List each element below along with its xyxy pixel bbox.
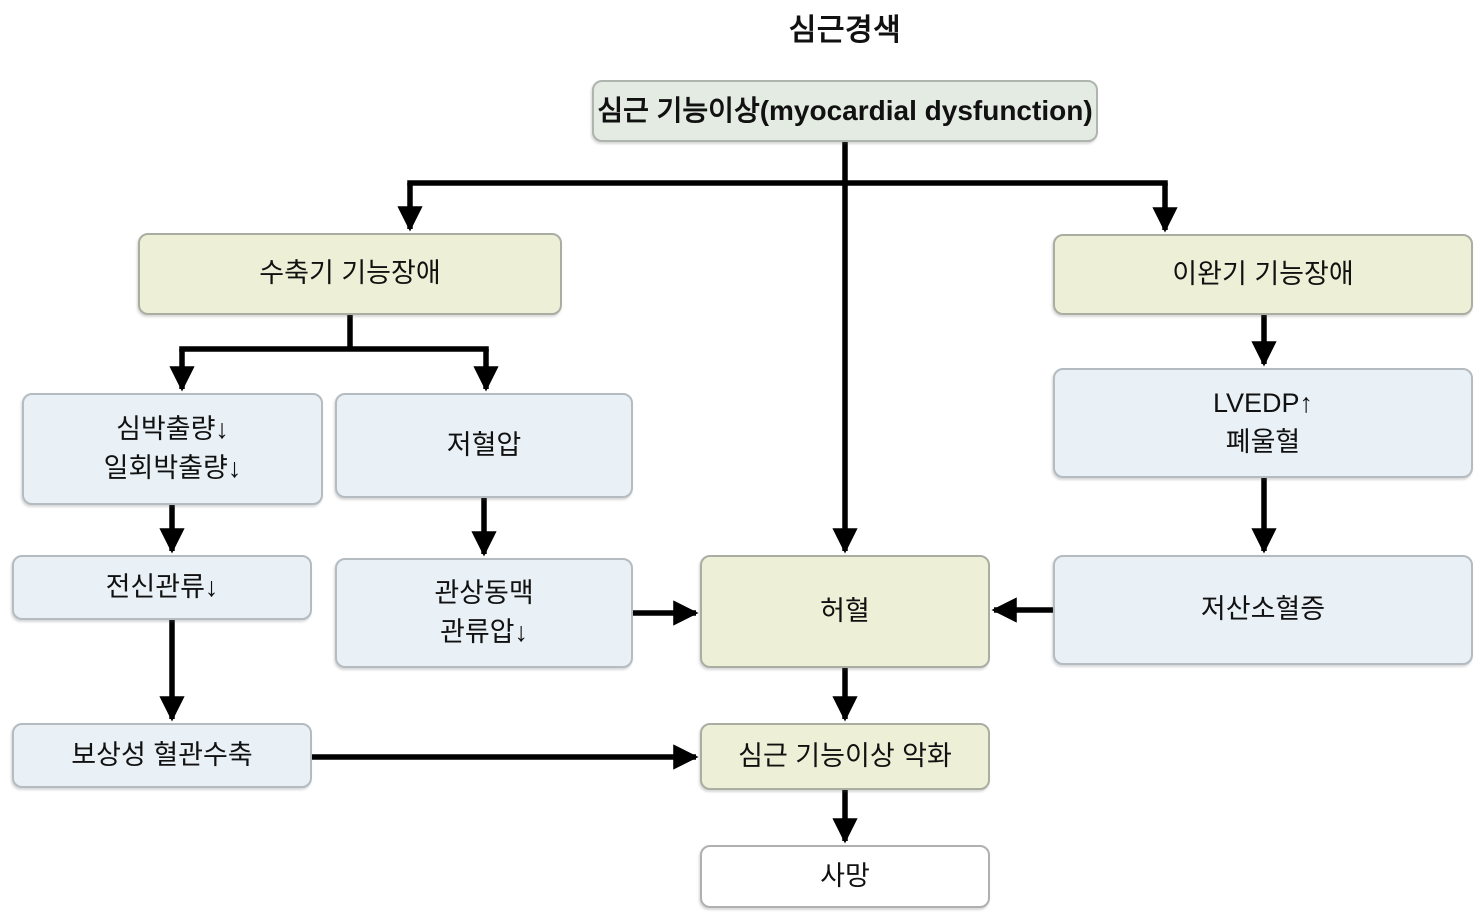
node-hypoxemia: 저산소혈증 [1053, 555, 1473, 665]
node-lvedp-pulmonary-congestion: LVEDP↑ 폐울혈 [1053, 368, 1473, 478]
node-death: 사망 [700, 845, 990, 908]
node-systemic-perfusion-decrease: 전신관류↓ [12, 555, 312, 620]
node-label: 저산소혈증 [1200, 594, 1326, 625]
node-systolic-dysfunction: 수축기 기능장애 [138, 233, 562, 315]
node-label: 사망 [820, 860, 870, 891]
node-myocardial-dysfunction: 심근 기능이상(myocardial dysfunction) [592, 80, 1098, 142]
node-ischemia: 허혈 [700, 555, 990, 668]
node-compensatory-vasoconstriction: 보상성 혈관수축 [12, 723, 312, 788]
node-label: 심근 기능이상 악화 [738, 740, 952, 771]
node-label-line2: 폐울혈 [1225, 427, 1301, 457]
node-coronary-perfusion-decrease: 관상동맥 관류압↓ [335, 558, 633, 668]
node-label: 이완기 기능장애 [1172, 258, 1354, 289]
node-label-line1: 관상동맥 [434, 577, 534, 608]
node-label: 심근 기능이상(myocardial dysfunction) [597, 94, 1093, 126]
node-label-line1: LVEDP↑ [1212, 387, 1314, 418]
node-label: 허혈 [820, 595, 870, 626]
diagram-title: 심근경색 [788, 14, 902, 47]
node-label-line2: 일회박출량↓ [103, 453, 242, 483]
node-label: 보상성 혈관수축 [71, 739, 253, 770]
node-hypotension: 저혈압 [335, 393, 633, 498]
node-label: 저혈압 [446, 429, 522, 460]
node-cardiac-output-decrease: 심박출량↓ 일회박출량↓ [22, 393, 323, 505]
node-label-line2: 관류압↓ [439, 617, 529, 647]
node-label: 수축기 기능장애 [259, 258, 441, 289]
node-label: 전신관류↓ [105, 571, 219, 602]
node-worsening-myocardial-dysfunction: 심근 기능이상 악화 [700, 723, 990, 790]
node-label-line1: 심박출량↓ [116, 413, 229, 444]
node-diastolic-dysfunction: 이완기 기능장애 [1053, 234, 1473, 315]
